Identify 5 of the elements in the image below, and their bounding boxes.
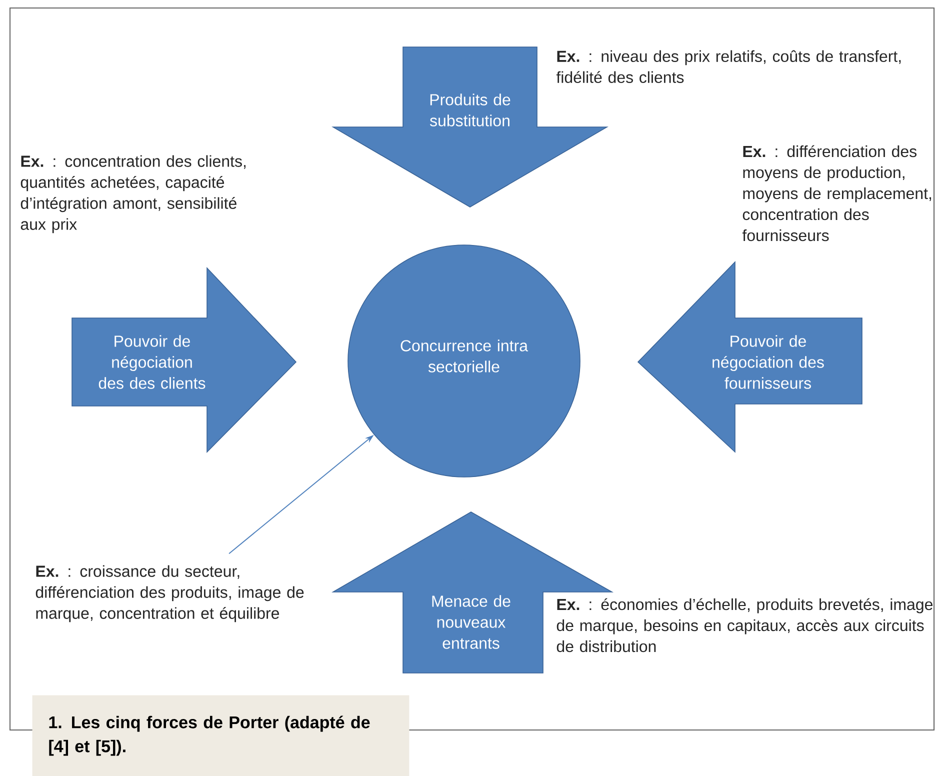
circle-node: Concurrence intra sectorielle xyxy=(348,244,580,478)
annotation-text: Ex. : concentration des clients, quantités achetées, capacité d’intégration amont, sensibilité aux prix xyxy=(20,155,246,234)
annotation-text: Ex. : différenciation des moyens de production, moyens de remplacement, concentration des fournisseurs xyxy=(742,145,932,242)
annotation-text: Ex. : croissance du secteur, différenciation des produits, image de marque, concentration et équilibre xyxy=(36,565,304,622)
caption-box: 1. Les cinq forces de Porter (adapté de [4] et [5]). xyxy=(32,695,410,776)
